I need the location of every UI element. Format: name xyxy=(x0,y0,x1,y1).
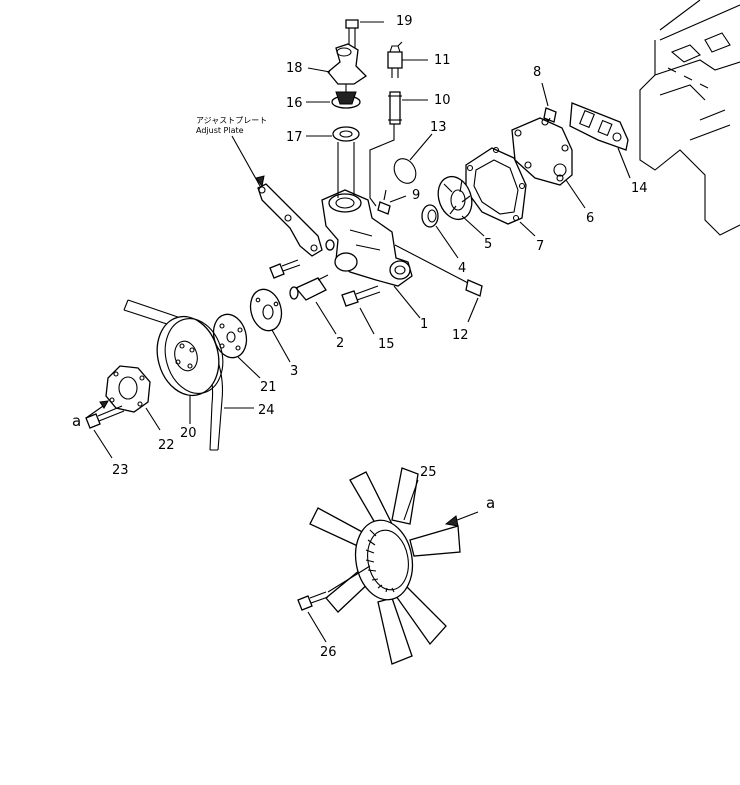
callout-26: 26 xyxy=(320,645,337,660)
impeller-part-5 xyxy=(437,175,485,237)
gasket-part-14 xyxy=(569,102,631,179)
callout-14: 14 xyxy=(631,181,648,196)
callout-6: 6 xyxy=(586,211,594,226)
callout-13: 13 xyxy=(430,120,447,135)
callout-11: 11 xyxy=(434,53,451,68)
reference-a-left: a xyxy=(72,412,81,430)
bolt-part-26 xyxy=(297,565,371,643)
callout-19: 19 xyxy=(396,14,413,29)
callout-3: 3 xyxy=(290,364,298,379)
bolt-part-15 xyxy=(341,285,381,335)
callout-18: 18 xyxy=(286,61,303,76)
bolt-part-19 xyxy=(345,19,384,48)
adjust-plate-label-jp: アジャストプレート xyxy=(196,116,267,125)
bolt-part-9 xyxy=(377,189,407,215)
callout-1: 1 xyxy=(420,317,428,332)
fan-pulley-part-20 xyxy=(156,315,224,424)
adjust-plate xyxy=(231,135,323,257)
shaft-part-2 xyxy=(289,274,337,335)
outlet-cover-part-18 xyxy=(307,43,368,85)
callout-25: 25 xyxy=(420,465,437,480)
bolt-small xyxy=(269,239,335,279)
pipe-part-10 xyxy=(369,91,428,207)
cover-plate-part-6 xyxy=(511,117,586,209)
callout-9: 9 xyxy=(412,188,420,203)
o-ring-part-13 xyxy=(393,133,433,184)
spacer-part-21 xyxy=(212,313,261,379)
fan-part-25 xyxy=(309,467,479,665)
callout-5: 5 xyxy=(484,237,492,252)
bolt-part-8 xyxy=(541,82,557,133)
seal-part-4 xyxy=(421,204,459,259)
thermostat-part-16 xyxy=(306,84,361,109)
callout-7: 7 xyxy=(536,239,544,254)
sensor-part-12 xyxy=(394,244,483,323)
plug-part-11 xyxy=(387,41,428,78)
gasket-part-17 xyxy=(306,126,360,198)
callout-24: 24 xyxy=(258,403,275,418)
fan-hub-part-22 xyxy=(105,365,161,431)
callout-2: 2 xyxy=(336,336,344,351)
callout-20: 20 xyxy=(180,426,197,441)
callout-17: 17 xyxy=(286,130,303,145)
callout-12: 12 xyxy=(452,328,469,343)
callout-8: 8 xyxy=(533,65,541,80)
callout-10: 10 xyxy=(434,93,451,108)
bolt-part-23 xyxy=(85,400,125,459)
callout-22: 22 xyxy=(158,438,175,453)
reference-a-right: a xyxy=(486,494,495,512)
callout-4: 4 xyxy=(458,261,466,276)
pulley-flange-part-3 xyxy=(249,288,291,363)
callout-15: 15 xyxy=(378,337,395,352)
engine-block xyxy=(639,0,740,236)
callout-21: 21 xyxy=(260,380,277,395)
adjust-plate-label-en: Adjust Plate xyxy=(196,126,244,135)
callout-16: 16 xyxy=(286,96,303,111)
water-pump-body-part-1 xyxy=(321,189,421,319)
callout-23: 23 xyxy=(112,463,129,478)
